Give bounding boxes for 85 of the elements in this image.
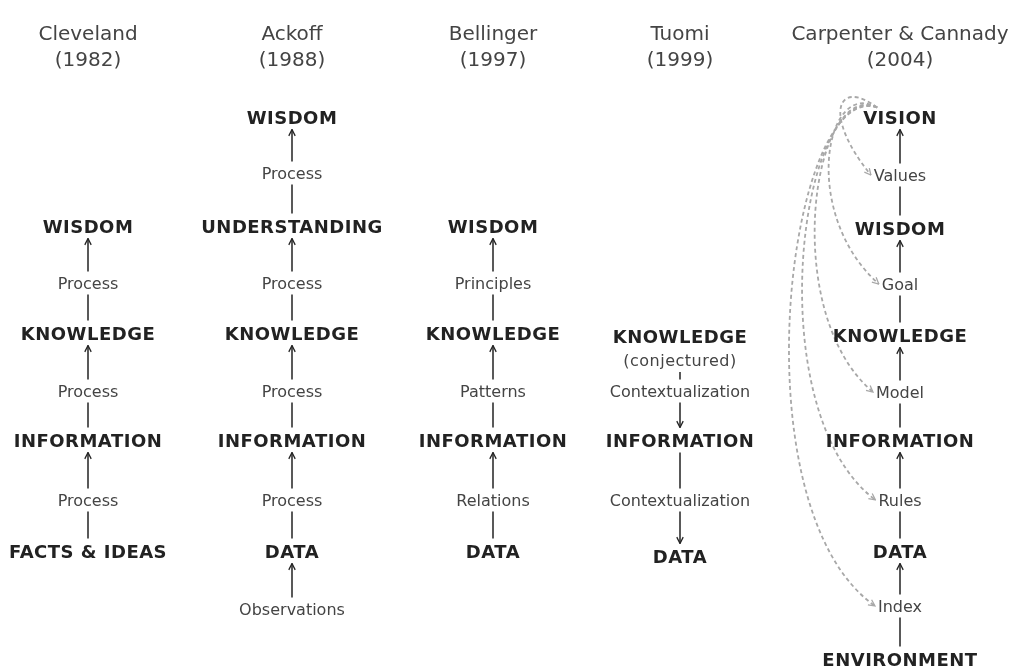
connector-line: [492, 510, 494, 540]
level-label: KNOWLEDGE: [224, 322, 360, 344]
level-label: INFORMATION: [605, 429, 755, 451]
level-label: DATA: [652, 545, 708, 567]
connector-line: [679, 451, 681, 490]
process-label: Patterns: [460, 381, 526, 401]
connector-line: [87, 293, 89, 322]
level-label: WISDOM: [42, 215, 134, 237]
arrow: [676, 401, 684, 429]
level-label: INFORMATION: [217, 429, 367, 451]
arrow: [489, 344, 497, 381]
process-label: Relations: [456, 490, 530, 510]
connector-line: [492, 293, 494, 322]
process-label: Process: [57, 273, 119, 293]
connector-line: [899, 294, 901, 324]
arrow: [896, 562, 904, 596]
connector-line: [899, 510, 901, 540]
arrow: [489, 237, 497, 273]
level-label: VISION: [863, 106, 937, 128]
connector-line: [899, 185, 901, 217]
qualifier-text: (conjectured): [622, 351, 738, 370]
connector-line: [87, 510, 89, 540]
dashed-arrow: [788, 106, 879, 607]
level-label: ENVIRONMENT: [822, 648, 978, 670]
process-label: Process: [57, 381, 119, 401]
process-label: Model: [876, 382, 924, 402]
column-heading: Carpenter & Cannady (2004): [790, 20, 1010, 72]
arrow: [288, 451, 296, 490]
level-label: KNOWLEDGE: [612, 326, 748, 347]
column-heading: Tuomi (1999): [645, 20, 715, 72]
arrow: [896, 451, 904, 490]
connector-line: [291, 183, 293, 215]
connector-line: [899, 402, 901, 429]
level-label: UNDERSTANDING: [201, 215, 383, 237]
process-label: Process: [261, 163, 323, 183]
connector-line: [291, 401, 293, 429]
process-label: Rules: [878, 490, 922, 510]
connector-line: [679, 371, 681, 381]
column-heading: Ackoff (1988): [257, 20, 327, 72]
level-label: INFORMATION: [825, 429, 975, 451]
level-label: DATA: [465, 540, 521, 562]
level-label: WISDOM: [447, 215, 539, 237]
connector-line: [291, 293, 293, 322]
level-label: FACTS & IDEAS: [8, 540, 168, 562]
connector-line: [291, 510, 293, 540]
process-label: Observations: [239, 599, 345, 619]
process-label: Process: [261, 381, 323, 401]
process-label: Process: [57, 490, 119, 510]
arrow: [288, 237, 296, 273]
dashed-arrow: [839, 96, 879, 176]
arrow: [676, 510, 684, 545]
process-label: Principles: [454, 273, 532, 293]
column-heading: Bellinger (1997): [447, 20, 539, 72]
arrow: [896, 346, 904, 382]
arrow: [896, 239, 904, 274]
arrow: [489, 451, 497, 490]
level-label: WISDOM: [246, 106, 338, 128]
level-label: DATA: [264, 540, 320, 562]
dashed-arrow: [801, 106, 879, 501]
connector-line: [492, 401, 494, 429]
process-label: Process: [261, 490, 323, 510]
process-label: Values: [873, 165, 927, 185]
column-heading: Cleveland (1982): [37, 20, 139, 72]
arrow: [84, 344, 92, 381]
process-label: Index: [878, 596, 922, 616]
connector-line: [87, 401, 89, 429]
process-label: Contextualization: [609, 490, 751, 510]
arrow: [288, 344, 296, 381]
arrow: [288, 128, 296, 163]
level-label: DATA: [872, 540, 928, 562]
level-label: INFORMATION: [418, 429, 568, 451]
level-label: WISDOM: [854, 217, 946, 239]
level-label: INFORMATION: [13, 429, 163, 451]
process-label: Contextualization: [609, 381, 751, 401]
arrow: [896, 128, 904, 165]
arrow: [288, 562, 296, 599]
arrow: [84, 451, 92, 490]
level-label: KNOWLEDGE: [20, 322, 156, 344]
process-label: Process: [261, 273, 323, 293]
connector-line: [899, 616, 901, 648]
dashed-arrow: [828, 102, 880, 285]
level-label: KNOWLEDGE: [832, 324, 968, 346]
process-label: Goal: [881, 274, 919, 294]
arrow: [84, 237, 92, 273]
level-label: KNOWLEDGE: [425, 322, 561, 344]
